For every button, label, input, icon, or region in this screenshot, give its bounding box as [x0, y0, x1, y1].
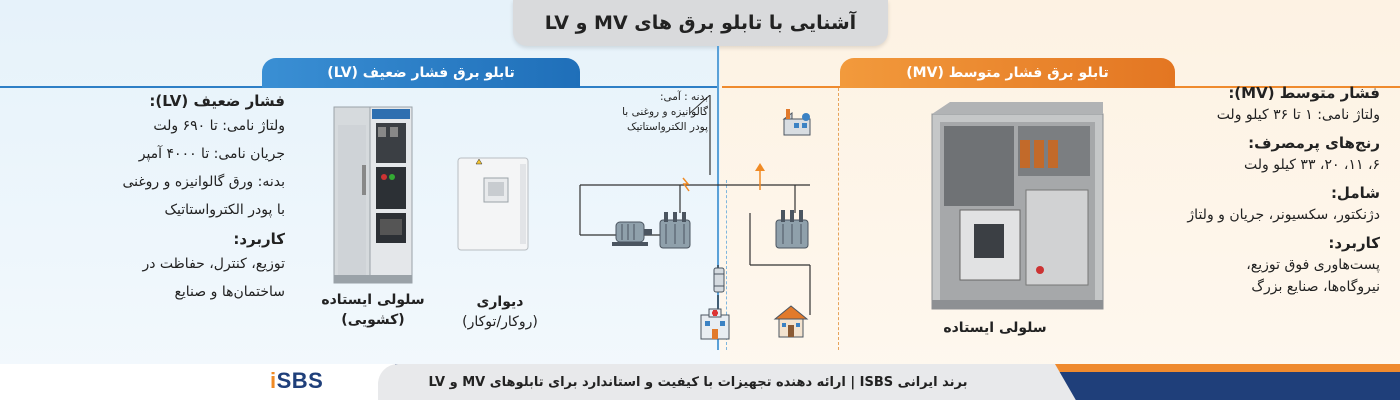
mv-includes-heading: شامل: [1330, 184, 1380, 202]
lv-standing-cabinet-illustration [333, 106, 413, 284]
lv-wall-caption: دیواری (روکار/توکار) [445, 292, 555, 332]
mv-usage-heading: کاربرد: [1328, 234, 1380, 252]
mv-standing-cabinet-illustration [931, 102, 1104, 310]
isbs-logo: iSBS [270, 368, 323, 394]
lv-spec-line: بدنه: ورق گالوانیزه و روغنی [122, 174, 285, 190]
footer-panel: برند ایرانی ISBS | ارائه دهنده تجهیزات ب… [378, 364, 1018, 400]
mv-ranges-heading: رنج‌های پرمصرف: [1248, 134, 1380, 152]
lv-usage-line: ساختمان‌ها و صنایع [174, 284, 285, 300]
mv-transformer-icon [775, 210, 809, 249]
lv-spec-line: با پودر الکترواستاتیک [164, 202, 285, 218]
body-note-line: گالوانیزه و روغنی با [622, 106, 708, 118]
mv-standing-caption: سلولی ایستاده [935, 318, 1055, 338]
page-title: آشنایی با تابلو برق های MV و LV [544, 12, 857, 34]
section-divider [717, 46, 719, 350]
factory-icon [782, 109, 811, 136]
house-icon [773, 305, 809, 338]
footer-text: برند ایرانی ISBS | ارائه دهنده تجهیزات ب… [428, 374, 968, 390]
body-material-note: بدنه : آمی: گالوانیزه و روغنی با پودر ال… [588, 90, 708, 135]
lv-wall-cabinet-illustration [457, 157, 529, 251]
mv-ranges: ۶، ۱۱، ۲۰، ۳۳ کیلو ولت [1243, 157, 1380, 173]
mv-includes: دژنکتور، سکسیونر، جریان و ولتاژ [1187, 207, 1380, 223]
hospital-icon [700, 308, 730, 340]
lv-standing-caption: سلولی ایستاده (کشویی) [318, 290, 428, 330]
lv-heading: فشار ضعیف (LV): [149, 92, 285, 110]
lv-standing-caption-sub: (کشویی) [341, 312, 405, 328]
logo-i: i [270, 368, 277, 393]
mv-section-header: تابلو برق فشار متوسط (MV) [840, 58, 1175, 88]
fuse-icon [713, 267, 725, 293]
footer-accent [1040, 364, 1400, 372]
mv-standing-caption-title: سلولی ایستاده [943, 320, 1047, 336]
motor-icon [612, 221, 652, 246]
mv-specs: فشار متوسط (MV): ولتاژ نامی: ۱ تا ۳۶ کیل… [1100, 82, 1380, 298]
title-banner: آشنایی با تابلو برق های MV و LV [513, 0, 888, 46]
lv-usage-heading: کاربرد: [233, 230, 285, 248]
mv-voltage: ولتاژ نامی: ۱ تا ۳۶ کیلو ولت [1216, 107, 1380, 123]
mv-usage-line: پست‌هاوری فوق توزیع، [1246, 257, 1380, 273]
body-note-line: بدنه : آمی: [659, 91, 708, 103]
lv-standing-caption-title: سلولی ایستاده [321, 292, 425, 308]
logo-rest: SBS [276, 368, 324, 393]
mv-heading: فشار متوسط (MV): [1228, 84, 1380, 102]
lv-spec-line: ولتاژ نامی: تا ۶۹۰ ولت [153, 118, 285, 134]
footer-left [0, 364, 420, 400]
mv-usage-line: نیروگاه‌ها، صنایع بزرگ [1251, 279, 1380, 295]
lv-wall-caption-title: دیواری [476, 294, 524, 310]
body-note-line: پودر الکترواستاتیک [627, 121, 708, 133]
lv-usage-line: توزیع، کنترل، حفاظت در [142, 256, 285, 272]
mv-dash-line [838, 88, 839, 350]
lv-wall-caption-sub: (روکار/توکار) [462, 314, 538, 330]
divider-dash [726, 180, 727, 350]
lv-transformer-icon [659, 212, 691, 249]
lv-spec-line: جریان نامی: تا ۴۰۰۰ آمپر [138, 146, 285, 162]
lv-section-header: تابلو برق فشار ضعیف (LV) [262, 58, 580, 88]
lv-specs: فشار ضعیف (LV): ولتاژ نامی: تا ۶۹۰ ولت ج… [15, 90, 285, 306]
